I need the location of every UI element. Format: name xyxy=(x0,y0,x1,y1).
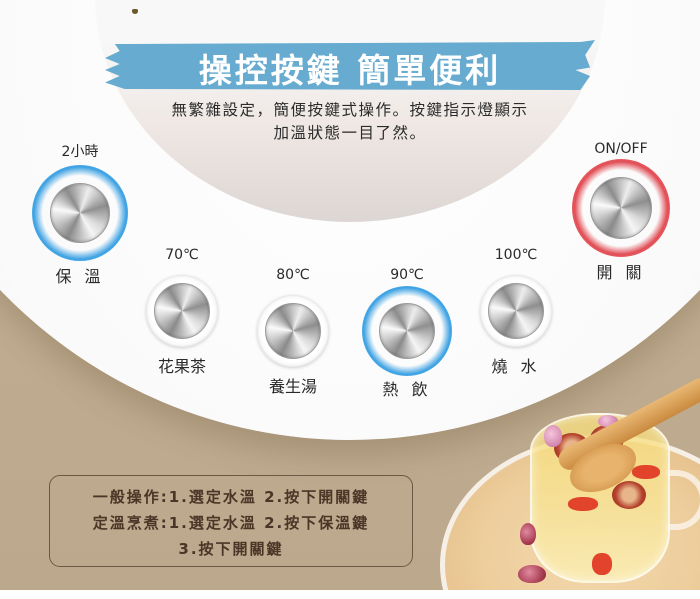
instruction-keep-temp: 定溫烹煮:1.選定水溫 2.按下保溫鍵 xyxy=(92,514,370,532)
title-banner: 操控按鍵 簡單便利 xyxy=(95,40,605,92)
temp-90-button-group: 90℃ 熱 飲 xyxy=(362,267,452,400)
page-title: 操控按鍵 簡單便利 xyxy=(198,51,502,90)
temp-100-button[interactable] xyxy=(488,283,544,339)
instruction-box: 一般操作:1.選定水溫 2.按下開關鍵 定溫烹煮:1.選定水溫 2.按下保溫鍵 … xyxy=(49,475,413,567)
flower-fruit-tea-label: 花果茶 xyxy=(157,357,206,376)
cup-handle xyxy=(666,470,700,530)
rose-bud xyxy=(518,565,546,583)
goji-berry xyxy=(632,465,660,479)
power-button-group: ON/OFF 開 關 xyxy=(572,141,670,283)
keep-warm-button[interactable] xyxy=(50,183,110,243)
instruction-step-3: 3.按下開關鍵 xyxy=(178,540,284,558)
power-label: 開 關 xyxy=(596,263,646,282)
temp-70-button-group: 70℃ 花果茶 xyxy=(140,247,224,377)
keep-warm-timer-label: 2小時 xyxy=(61,144,99,160)
temp-90-label: 90℃ xyxy=(390,267,424,283)
boil-water-label: 燒 水 xyxy=(491,357,541,376)
temp-80-button-group: 80℃ 養生湯 xyxy=(251,267,335,397)
power-button[interactable] xyxy=(590,177,652,239)
goji-berry xyxy=(568,497,598,511)
temp-70-button[interactable] xyxy=(154,283,210,339)
temp-100-button-group: 100℃ 燒 水 xyxy=(474,247,558,377)
tea-cup-photo xyxy=(440,374,700,590)
health-soup-label: 養生湯 xyxy=(268,377,317,396)
temp-90-button[interactable] xyxy=(379,303,435,359)
instruction-general: 一般操作:1.選定水溫 2.按下開關鍵 xyxy=(92,488,370,506)
subtitle-line-2: 加溫狀態一目了然。 xyxy=(273,124,427,142)
hot-drink-label: 熱 飲 xyxy=(382,380,432,399)
temp-80-button[interactable] xyxy=(265,303,321,359)
rose-bud xyxy=(520,523,536,545)
on-off-label: ON/OFF xyxy=(594,141,648,157)
red-date-slice xyxy=(612,481,646,509)
temp-100-label: 100℃ xyxy=(494,247,538,263)
brush-stroke-background xyxy=(105,40,595,90)
goji-berry xyxy=(592,553,612,575)
decorative-mark xyxy=(132,9,138,14)
subtitle: 無繁雜設定，簡便按鍵式操作。按鍵指示燈顯示 加溫狀態一目了然。 xyxy=(130,99,570,145)
subtitle-line-1: 無繁雜設定，簡便按鍵式操作。按鍵指示燈顯示 xyxy=(171,101,529,119)
keep-warm-button-group: 2小時 保 溫 xyxy=(32,141,128,287)
keep-warm-label: 保 溫 xyxy=(55,267,105,286)
rose-bud xyxy=(544,425,562,447)
bottom-margin xyxy=(0,590,700,599)
temp-80-label: 80℃ xyxy=(276,267,310,283)
temp-70-label: 70℃ xyxy=(165,247,199,263)
